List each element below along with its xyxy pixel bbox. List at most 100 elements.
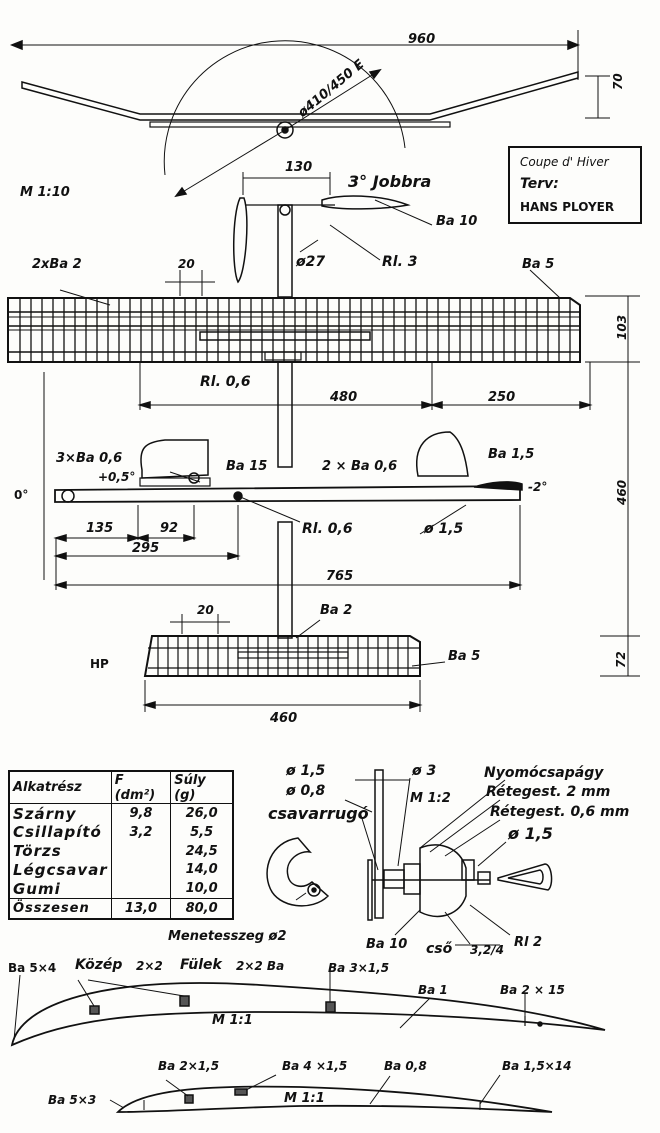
title-block: Coupe d' Hiver Terv: HANS PLOYER xyxy=(508,146,642,224)
parts-header-area: F (dm²) xyxy=(110,771,171,805)
rib1-2x2ba: 2×2 Ba xyxy=(236,959,285,973)
hub-laminate2: Rétegest. 2 mm xyxy=(486,784,611,800)
table-row: Szárny 9,8 26,0 xyxy=(9,803,233,824)
label-wing-ba5: Ba 5 xyxy=(522,257,555,272)
table-row: Gumi 10,0 xyxy=(9,879,233,899)
row-area xyxy=(110,860,171,880)
dim-stab-72: 72 xyxy=(614,651,628,668)
dim-span: 960 xyxy=(408,32,436,47)
scale-rib2: M 1:1 xyxy=(284,1091,325,1106)
label-prop-ba10: Ba 10 xyxy=(436,214,478,229)
row-weight: 24,5 xyxy=(170,841,233,861)
dim-wing-250: 250 xyxy=(488,390,516,405)
rib1-kozep: Közép xyxy=(75,957,123,973)
total-weight: 80,0 xyxy=(170,898,233,919)
hub-spring: csavarrugó xyxy=(268,804,369,823)
rib1-ba1: Ba 1 xyxy=(418,983,448,997)
row-name: Gumi xyxy=(13,879,61,898)
label-rudder-ba15: Ba 1,5 xyxy=(488,447,535,462)
scale-main: M 1:10 xyxy=(20,185,70,200)
wing-ribs xyxy=(19,298,571,362)
propeller-view xyxy=(233,172,433,298)
label-rl3: Rl. 3 xyxy=(382,254,418,270)
row-weight: 26,0 xyxy=(170,803,233,824)
dim-stab-20: 20 xyxy=(197,603,214,617)
parts-table: Alkatrész F (dm²) Súly (g) Szárny 9,8 26… xyxy=(8,770,234,920)
dim-wing-480: 480 xyxy=(330,390,358,405)
total-name: Összesen xyxy=(9,898,112,919)
row-name: Csillapító xyxy=(13,823,102,842)
label-wing-rl06: Rl. 0,6 xyxy=(200,374,251,390)
table-row: Légcsavar 14,0 xyxy=(9,860,233,880)
label-zero: 0° xyxy=(14,488,29,502)
row-weight: 14,0 xyxy=(170,860,233,880)
parts-header-name: Alkatrész xyxy=(9,771,112,805)
label-hp: HP xyxy=(90,657,109,671)
hub-phi15b: ø 1,5 xyxy=(508,824,553,843)
title-line3: HANS PLOYER xyxy=(520,200,615,214)
row-weight: 5,5 xyxy=(170,823,233,842)
title-line1: Coupe d' Hiver xyxy=(520,155,609,169)
dim-dihedral: 70 xyxy=(611,73,625,90)
rib2-ba15x14: Ba 1,5×14 xyxy=(502,1059,572,1073)
label-stab-ba2: Ba 2 xyxy=(320,603,353,618)
table-total-row: Összesen 13,0 80,0 xyxy=(9,898,233,919)
rib2-ba2x15: Ba 2×1,5 xyxy=(158,1059,220,1073)
dim-prop-offset: 130 xyxy=(285,160,313,175)
dim-wing-20: 20 xyxy=(178,257,195,271)
row-area xyxy=(110,879,171,899)
row-area: 9,8 xyxy=(110,803,171,824)
dim-fus-460v: 460 xyxy=(615,479,629,505)
hub-phi15: ø 1,5 xyxy=(286,763,326,779)
label-stab-ba5: Ba 5 xyxy=(448,649,481,664)
scale-hub: M 1:2 xyxy=(410,791,451,806)
wing-top-view xyxy=(7,269,640,410)
row-area xyxy=(110,841,171,861)
row-name: Törzs xyxy=(13,842,62,861)
rib1-fulek: Fülek xyxy=(180,957,222,973)
dim-fus-92: 92 xyxy=(160,521,179,536)
title-line2: Terv: xyxy=(520,176,559,192)
hub-phi3: ø 3 xyxy=(412,763,437,779)
row-name: Légcsavar xyxy=(13,860,108,879)
rib2-ba08: Ba 0,8 xyxy=(384,1059,427,1073)
label-jobbra: 3° Jobbra xyxy=(348,172,432,191)
dim-fus-phi: ø 1,5 xyxy=(424,521,464,537)
table-row: Csillapító 3,2 5,5 xyxy=(9,823,233,842)
stab-rib-profile xyxy=(109,1074,553,1113)
dim-wing-chord: 103 xyxy=(615,314,629,340)
row-area: 3,2 xyxy=(110,823,171,842)
rib2-ba4x15: Ba 4 ×1,5 xyxy=(282,1059,348,1073)
hub-rl2: Rl 2 xyxy=(514,935,543,950)
label-inc-minus: -2° xyxy=(528,480,548,494)
rib1-2x2: 2×2 xyxy=(136,959,163,973)
dim-fus-295: 295 xyxy=(132,541,160,556)
fuselage-side-view xyxy=(43,361,629,639)
rib1-ba2x15: Ba 2 × 15 xyxy=(500,983,565,997)
label-thread: Menetesszeg ø2 xyxy=(168,929,287,944)
dim-tube: ø27 xyxy=(296,254,326,270)
hub-tube: cső xyxy=(426,941,453,957)
front-view xyxy=(9,30,610,198)
label-3xba06: 3×Ba 0,6 xyxy=(56,451,123,466)
rib1-ba3x15: Ba 3×1,5 xyxy=(328,961,390,975)
hub-bearing: Nyomócsapágy xyxy=(484,765,604,781)
label-fus-rl06: Rl. 0,6 xyxy=(302,521,353,537)
label-2xba2: 2xBa 2 xyxy=(32,257,82,272)
label-fin-ba15: Ba 15 xyxy=(226,459,268,474)
dim-fus-135: 135 xyxy=(86,521,114,536)
dim-stab-460: 460 xyxy=(270,711,298,726)
stabilizer-top-view xyxy=(142,614,640,712)
label-inc-plus: +0,5° xyxy=(98,470,136,484)
row-name: Szárny xyxy=(13,804,77,823)
rib2-ba5x3: Ba 5×3 xyxy=(48,1093,97,1107)
wing-rib-profile xyxy=(10,972,606,1047)
hub-phi08: ø 0,8 xyxy=(286,783,326,799)
row-weight: 10,0 xyxy=(170,879,233,899)
hub-tube-dim: 3,2/4 xyxy=(470,943,504,957)
dim-fus-765: 765 xyxy=(326,569,354,584)
hub-laminate06: Rétegest. 0,6 mm xyxy=(490,804,630,820)
label-2xba06: 2 × Ba 0,6 xyxy=(322,459,398,474)
